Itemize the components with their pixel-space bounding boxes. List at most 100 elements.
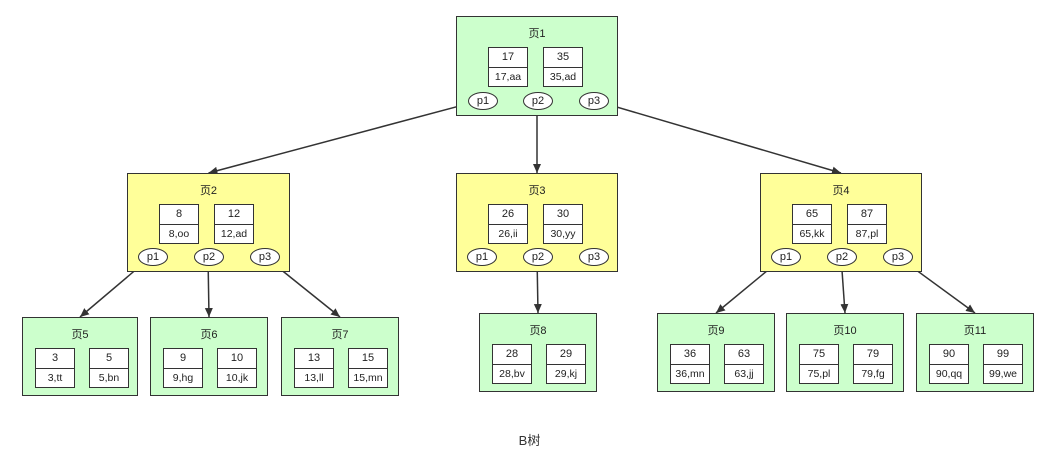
page-title: 页3 xyxy=(528,185,546,197)
page-title: 页8 xyxy=(529,325,547,337)
page-title: 页2 xyxy=(199,185,218,197)
key-cell: 99 99,we xyxy=(983,344,1023,384)
key-value: 36 xyxy=(671,345,709,365)
record-value: 36,mn xyxy=(675,368,705,380)
pointer-p2: p2 xyxy=(523,248,553,266)
pointer-p2: p2 xyxy=(194,248,224,266)
key-cell: 63 63,jj xyxy=(724,344,764,384)
key-value: 65 xyxy=(793,205,831,225)
record-value: 75,pl xyxy=(807,368,831,380)
key-cell: 35 35,ad xyxy=(543,47,583,87)
record-value: 99,we xyxy=(988,368,1018,380)
key-value: 17 xyxy=(489,48,527,68)
key-cell: 28 28,bv xyxy=(492,344,532,384)
record-value: 10,jk xyxy=(225,372,249,384)
key-value: 9 xyxy=(164,349,202,369)
pointer-p1: p1 xyxy=(138,248,168,266)
key-cell: 10 10,jk xyxy=(217,348,257,388)
diagram-caption: B树 xyxy=(518,433,541,448)
edge-root-to-n4 xyxy=(601,101,842,175)
key-cell: 87 87,pl xyxy=(847,204,887,244)
page-title: 页10 xyxy=(833,325,857,337)
key-value: 29 xyxy=(547,345,585,365)
key-cell: 3 3,tt xyxy=(35,348,75,388)
page-title: 页5 xyxy=(71,329,89,341)
page-node-l6: 页6 9 9,hg 10 10,jk xyxy=(150,317,268,396)
page-title: 页4 xyxy=(832,185,850,197)
key-cell: 8 8,oo xyxy=(159,204,199,244)
record-value: 9,hg xyxy=(172,372,194,384)
key-value: 13 xyxy=(295,349,333,369)
pointer-p1: p1 xyxy=(771,248,801,266)
key-cell: 29 29,kj xyxy=(546,344,586,384)
edge-n3-to-l8 xyxy=(533,264,542,314)
key-value: 87 xyxy=(848,205,886,225)
page-node-l5: 页5 3 3,tt 5 5,bn xyxy=(22,317,138,396)
key-value: 10 xyxy=(218,349,256,369)
key-value: 30 xyxy=(544,205,582,225)
record-value: 17,aa xyxy=(494,71,522,83)
record-value: 79,fg xyxy=(861,368,885,380)
record-value: 28,bv xyxy=(499,368,525,380)
key-value: 35 xyxy=(544,48,582,68)
record-value: 12,ad xyxy=(220,228,248,240)
key-value: 99 xyxy=(984,345,1022,365)
record-value: 26,ii xyxy=(498,228,518,240)
key-value: 75 xyxy=(800,345,838,365)
pointer-p1: p1 xyxy=(467,248,497,266)
record-value: 87,pl xyxy=(855,228,879,240)
key-value: 5 xyxy=(90,349,128,369)
page-node-l10: 页10 75 75,pl 79 79,fg xyxy=(786,313,904,392)
page-title: 页6 xyxy=(200,329,218,341)
key-cell: 36 36,mn xyxy=(670,344,710,384)
record-value: 8,oo xyxy=(168,228,190,240)
key-value: 63 xyxy=(725,345,763,365)
key-cell: 5 5,bn xyxy=(89,348,129,388)
key-value: 28 xyxy=(493,345,531,365)
key-value: 12 xyxy=(215,205,253,225)
page-title: 页11 xyxy=(963,325,987,337)
key-value: 8 xyxy=(160,205,198,225)
key-cell: 75 75,pl xyxy=(799,344,839,384)
edge-n4-to-l10 xyxy=(840,264,849,314)
key-cell: 17 17,aa xyxy=(488,47,528,87)
pointer-p2: p2 xyxy=(523,92,553,110)
edge-root-to-n2 xyxy=(208,101,474,175)
record-value: 29,kj xyxy=(554,368,578,380)
page-title: 页7 xyxy=(331,329,349,341)
record-value: 63,jj xyxy=(734,368,754,380)
pointer-p2: p2 xyxy=(827,248,857,266)
record-value: 90,qq xyxy=(935,368,963,380)
record-value: 35,ad xyxy=(549,71,577,83)
pointer-p3: p3 xyxy=(883,248,913,266)
page-title: 页1 xyxy=(528,28,546,40)
page-node-l7: 页7 13 13,ll 15 15,mn xyxy=(281,317,399,396)
key-value: 3 xyxy=(36,349,74,369)
key-value: 15 xyxy=(349,349,387,369)
key-cell: 12 12,ad xyxy=(214,204,254,244)
key-value: 90 xyxy=(930,345,968,365)
record-value: 15,mn xyxy=(353,372,383,384)
key-cell: 90 90,qq xyxy=(929,344,969,384)
pointer-p1: p1 xyxy=(468,92,498,110)
key-cell: 30 30,yy xyxy=(543,204,583,244)
page-title: 页9 xyxy=(707,325,725,337)
record-value: 65,kk xyxy=(799,228,825,240)
key-cell: 13 13,ll xyxy=(294,348,334,388)
key-cell: 65 65,kk xyxy=(792,204,832,244)
key-value: 79 xyxy=(854,345,892,365)
pointer-p3: p3 xyxy=(579,92,609,110)
record-value: 13,ll xyxy=(304,372,324,384)
pointer-p3: p3 xyxy=(579,248,609,266)
key-cell: 15 15,mn xyxy=(348,348,388,388)
key-cell: 9 9,hg xyxy=(163,348,203,388)
page-node-l8: 页8 28 28,bv 29 29,kj xyxy=(479,313,597,392)
record-value: 3,tt xyxy=(47,372,63,384)
record-value: 30,yy xyxy=(550,228,576,240)
record-value: 5,bn xyxy=(98,372,120,384)
